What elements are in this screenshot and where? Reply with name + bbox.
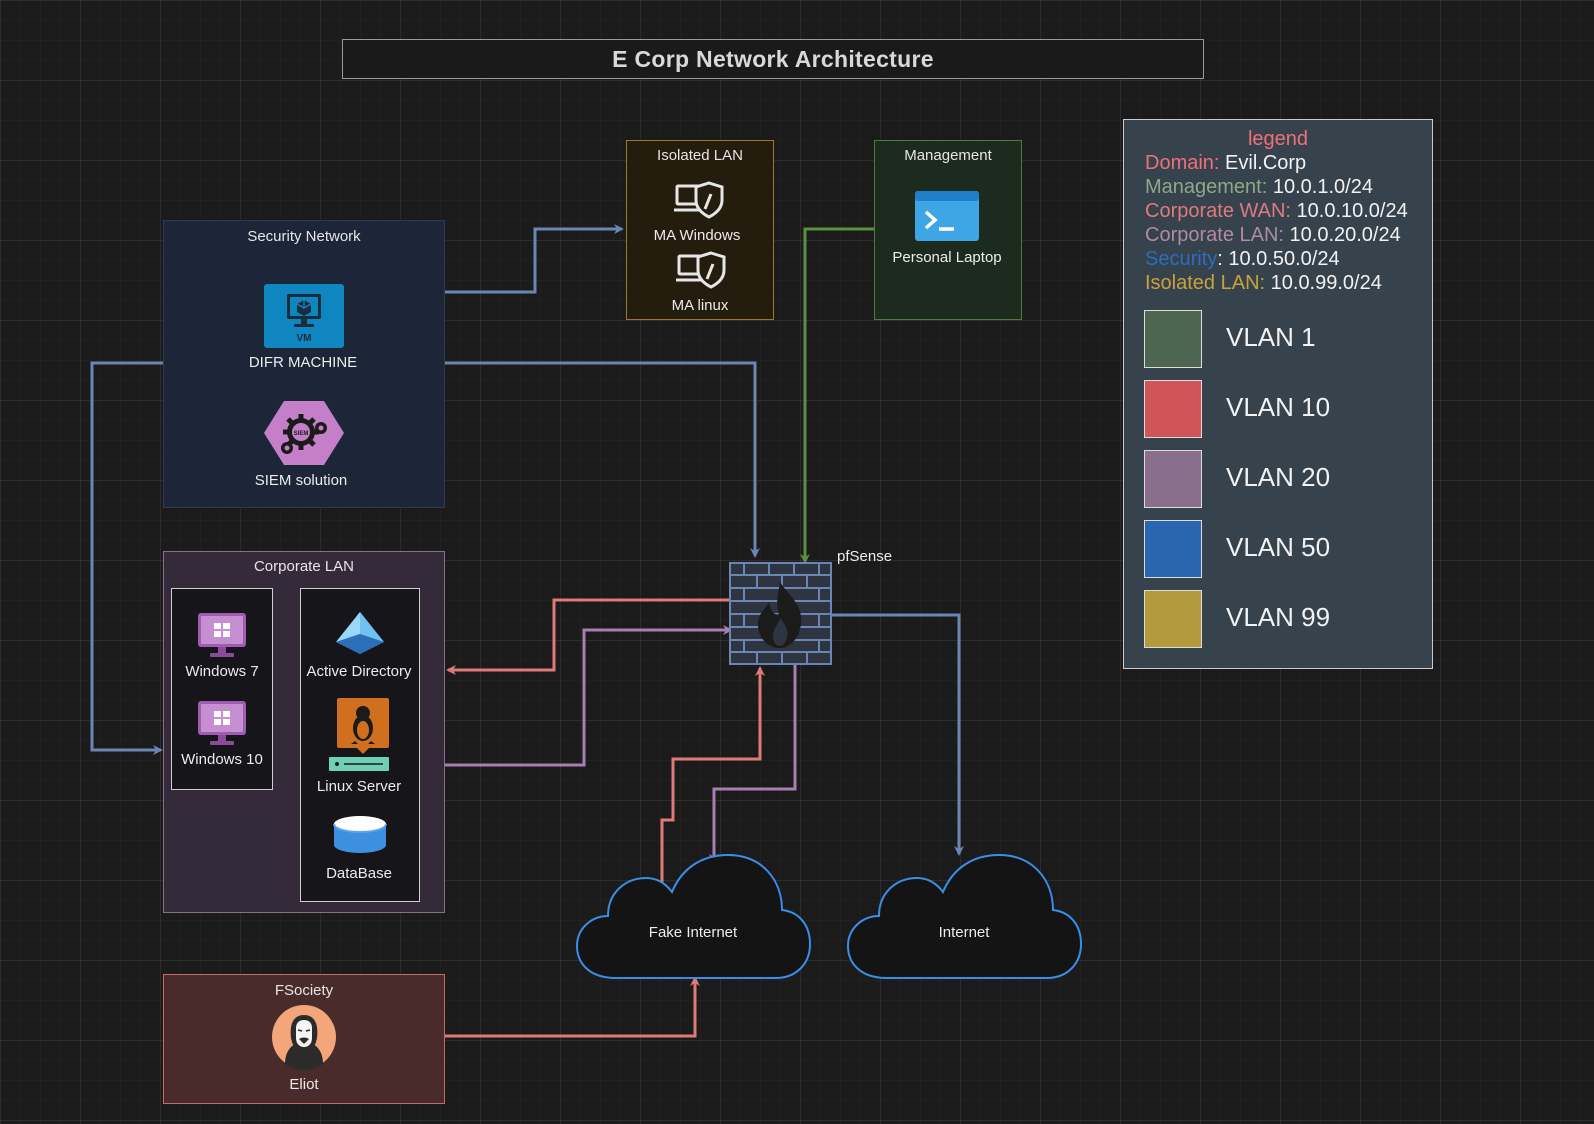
fsociety-to-fake-internet-wire [445,976,700,1038]
legend-row: Security: 10.0.50.0/24 [1145,248,1340,271]
active-directory-pyramid-icon[interactable] [334,610,386,656]
group-title: Management [904,147,992,164]
legend-row: Management: 10.0.1.0/24 [1145,176,1373,199]
corporate-lan-to-firewall-wire [445,625,733,767]
linux-server-icon[interactable] [327,697,391,773]
security-to-isolated-wire [445,224,624,294]
legend-swatch-label: VLAN 10 [1226,392,1331,422]
legend-swatch [1144,310,1202,368]
active-directory-label: Active Directory [306,663,412,680]
legend-row-value: Evil.Corp [1219,152,1307,174]
legend-row-key: Isolated LAN: [1145,272,1266,294]
difr-machine-label: DIFR MACHINE [248,354,358,371]
ma-windows-shield-laptop-icon[interactable] [673,180,725,220]
legend-title: legend [1247,128,1309,150]
personal-laptop-label: Personal Laptop [892,249,1002,266]
firewall-icon[interactable] [729,562,833,666]
firewall-to-internet-wire [832,613,964,856]
svg-text:SIEM: SIEM [294,431,309,437]
siem-solution-label: SIEM solution [254,472,348,489]
windows-7-monitor-icon[interactable] [197,612,247,658]
security-to-firewall-wire [445,361,760,558]
security-network-group: Security Network [163,220,445,508]
group-title: Corporate LAN [253,558,355,575]
firewall-to-fake-internet-wire [709,664,797,864]
database-icon[interactable] [332,815,388,855]
legend-row-value: 10.0.99.0/24 [1265,272,1382,294]
legend-swatch-label: VLAN 20 [1226,462,1331,492]
ma-linux-label: MA linux [671,297,729,314]
firewall-to-corporate-wan-wire [446,598,733,675]
security-to-corporate-wire [90,361,163,755]
legend-row-key: Security [1145,248,1218,270]
legend-swatch [1144,450,1202,508]
siem-gear-icon[interactable]: SIEM [263,400,345,466]
internet-label: Internet [938,924,990,941]
diagram-title: E Corp Network Architecture [342,39,1204,79]
legend-row: Domain: Evil.Corp [1145,152,1306,175]
ma-linux-shield-laptop-icon[interactable] [675,250,727,290]
fake-internet-label: Fake Internet [648,924,738,941]
hacker-avatar-icon[interactable] [271,1004,337,1070]
eliot-label: Eliot [289,1076,319,1093]
legend-row-value: 10.0.20.0/24 [1283,224,1401,246]
linux-server-label: Linux Server [316,778,402,795]
legend-swatch [1144,380,1202,438]
fake-internet-cloud-icon[interactable] [576,854,812,982]
internet-cloud-icon[interactable] [847,854,1083,982]
legend-row: Corporate WAN: 10.0.10.0/24 [1145,200,1408,223]
isolated-lan-group: Isolated LAN [626,140,774,320]
legend-swatch-label: VLAN 99 [1226,602,1331,632]
legend-row-key: Management: [1145,176,1268,198]
group-title: Isolated LAN [657,147,743,164]
legend-row-value: : 10.0.50.0/24 [1217,248,1340,270]
vm-monitor-icon[interactable]: VM [263,283,345,349]
group-title: Security Network [247,228,361,245]
legend-swatch-label: VLAN 50 [1226,532,1331,562]
legend-swatch-label: VLAN 1 [1226,322,1316,352]
fake-internet-to-firewall-wire [660,666,765,885]
windows-7-label: Windows 7 [185,663,259,680]
terminal-icon[interactable] [914,190,980,242]
svg-text:VM: VM [297,333,312,344]
windows-10-monitor-icon[interactable] [197,700,247,746]
group-title: FSociety [274,982,334,999]
ma-windows-label: MA Windows [653,227,741,244]
legend-row: Corporate LAN: 10.0.20.0/24 [1145,224,1401,247]
windows-10-label: Windows 10 [181,751,263,768]
legend-row-key: Corporate WAN: [1145,200,1291,222]
legend-row-value: 10.0.1.0/24 [1267,176,1373,198]
legend-row-key: Domain: [1145,152,1220,174]
legend-swatch [1144,590,1202,648]
legend-row-key: Corporate LAN: [1145,224,1284,246]
database-label: DataBase [326,865,392,882]
legend-row: Isolated LAN: 10.0.99.0/24 [1145,272,1382,295]
legend-row-value: 10.0.10.0/24 [1290,200,1408,222]
management-to-firewall-wire [800,227,876,564]
legend-swatch [1144,520,1202,578]
firewall-label: pfSense [837,548,893,565]
